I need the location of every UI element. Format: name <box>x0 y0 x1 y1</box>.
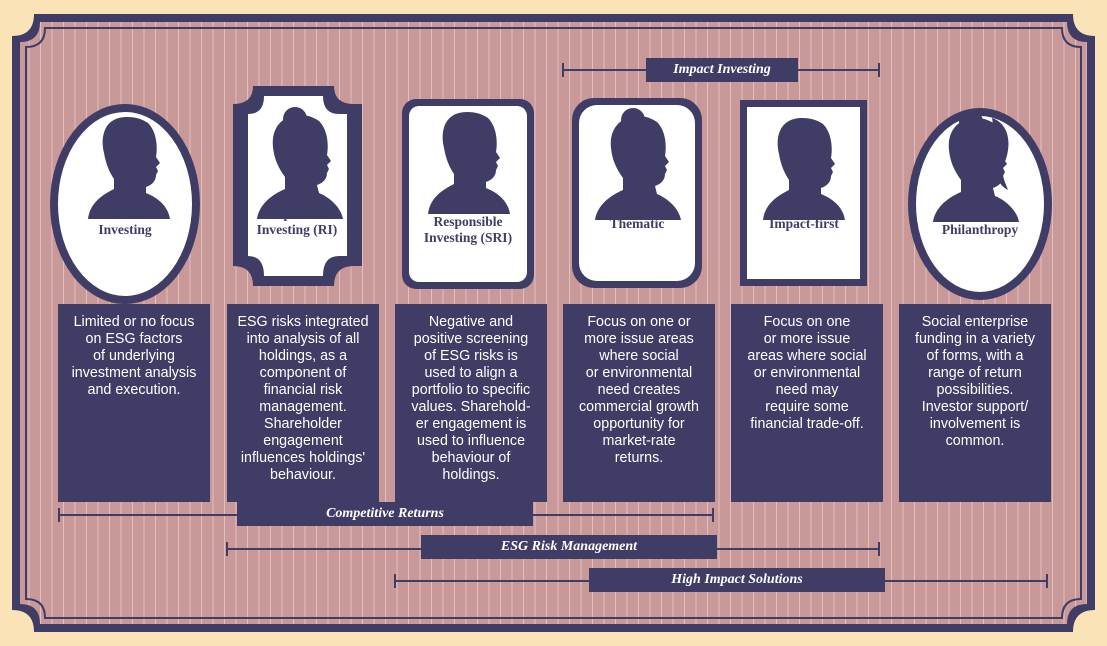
portrait-venture <box>908 108 1052 300</box>
high-impact-solutions-tick-left <box>394 574 396 588</box>
esg-risk-management-tick-right <box>878 542 880 556</box>
label-thematic: Thematic <box>609 216 665 231</box>
portrait-sri <box>402 99 534 289</box>
competitive-returns-tick-left <box>58 508 60 522</box>
label-impact-first: Impact-first <box>769 216 839 231</box>
impact-investing-tick-left <box>562 63 564 77</box>
impact-investing-tick-right <box>878 63 880 77</box>
competitive-returns-bar: Competitive Returns <box>237 502 533 526</box>
esg-risk-management-tick-left <box>226 542 228 556</box>
portrait-traditional <box>50 104 200 304</box>
competitive-returns-tick-right <box>712 508 714 522</box>
esg-risk-management-bar: ESG Risk Management <box>421 535 717 559</box>
portrait-responsible <box>233 86 362 286</box>
portraits-layer <box>50 86 1052 304</box>
high-impact-solutions-bar: High Impact Solutions <box>589 568 885 592</box>
portrait-thematic <box>572 98 702 288</box>
portrait-impact-first <box>740 100 867 286</box>
impact-investing-bar: Impact Investing <box>646 58 798 82</box>
high-impact-solutions-tick-right <box>1046 574 1048 588</box>
